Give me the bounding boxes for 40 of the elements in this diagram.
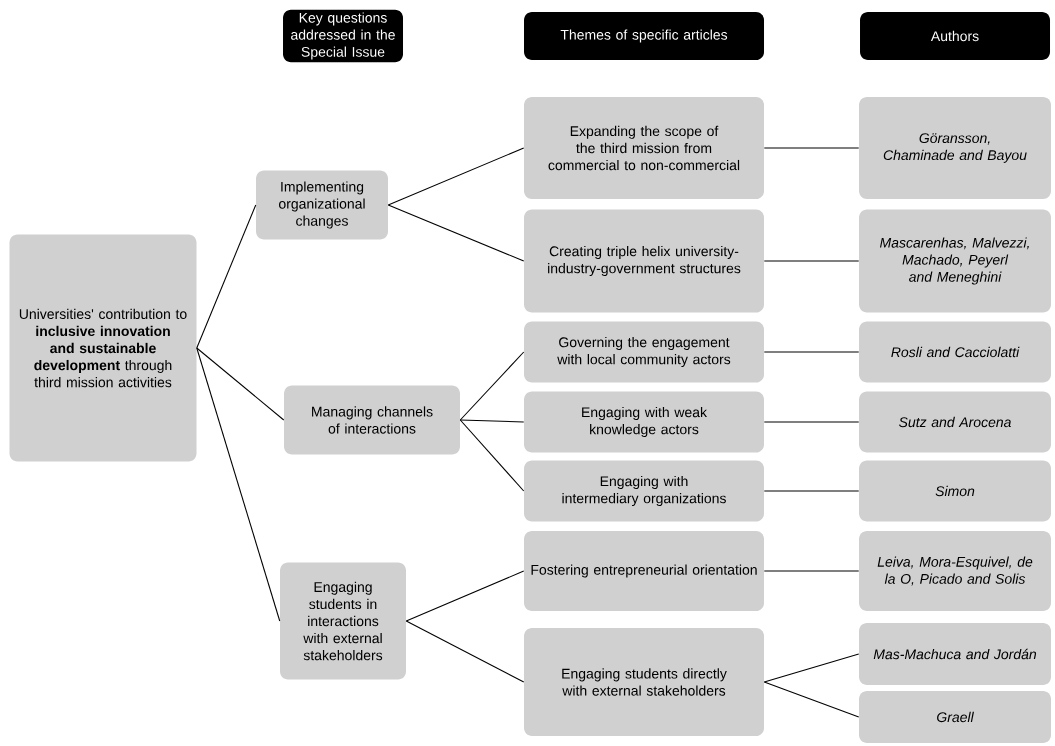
connector-line: [459, 419, 525, 492]
author-box: Graell: [859, 691, 1051, 743]
column-header: Key questions addressed in the Special Issue: [283, 9, 403, 63]
connector-line: [196, 347, 281, 622]
question-box: Implementing organizational changes: [256, 170, 388, 240]
theme-box: Fostering entrepreneurial orientation: [524, 531, 764, 611]
connector-line: [196, 204, 257, 349]
author-box: Mas-Machuca and Jordán: [859, 623, 1051, 685]
connector-line: [763, 570, 860, 572]
connector-line: [763, 681, 860, 718]
connector-line: [763, 147, 860, 149]
theme-box: Expanding the scope of the third mission from commercial to non-commercial: [524, 97, 764, 199]
connector-line: [763, 490, 860, 492]
connector-line: [763, 260, 860, 262]
theme-box: Creating triple helix university-industry-government structures: [524, 209, 764, 313]
connector-line: [387, 147, 525, 206]
connector-line: [387, 204, 525, 262]
author-box: Göransson, Chaminade and Bayou: [859, 97, 1051, 199]
author-box: Mascarenhas, Malvezzi, Machado, Peyerl and Meneghini: [859, 209, 1051, 313]
theme-box: Governing the engagement with local community actors: [524, 321, 764, 383]
theme-box: Engaging with weak knowledge actors: [524, 391, 764, 453]
connector-line: [405, 570, 525, 622]
column-header: Themes of specific articles: [524, 12, 764, 60]
connector-line: [763, 351, 860, 353]
author-box: Rosli and Cacciolatti: [859, 321, 1051, 383]
author-box: Leiva, Mora-Esquivel, de la O, Picado and Solis: [859, 531, 1051, 611]
author-box: Simon: [859, 460, 1051, 522]
theme-box: Engaging with intermediary organizations: [524, 460, 764, 522]
connector-line: [763, 653, 860, 683]
question-box: Managing channels of interactions: [284, 385, 460, 455]
topic-box: Universities' contribution to inclusive innovation and sustainable development through third mission activities: [9, 234, 197, 462]
column-header: Authors: [860, 12, 1050, 60]
connector-line: [763, 421, 860, 423]
theme-box: Engaging students directly with external stakeholders: [524, 628, 764, 736]
connector-line: [459, 419, 525, 423]
connector-line: [405, 620, 525, 683]
question-box: Engaging students in interactions with external stakeholders: [280, 562, 406, 680]
author-box: Sutz and Arocena: [859, 391, 1051, 453]
connector-line: [459, 351, 525, 421]
connector-line: [196, 347, 285, 421]
